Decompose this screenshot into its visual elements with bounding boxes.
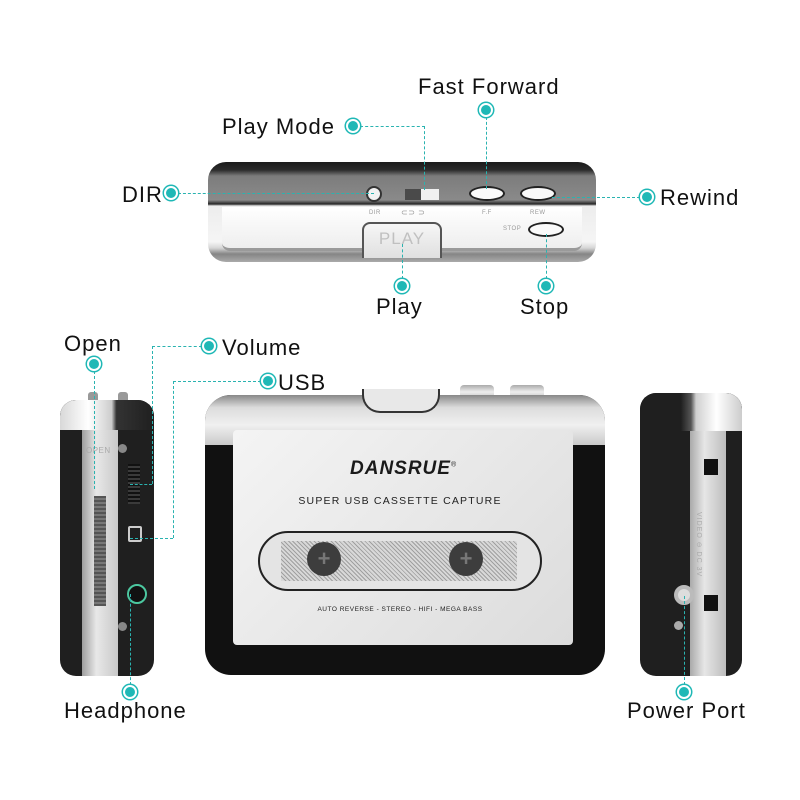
callout-usb: USB [278,370,327,395]
tape-reel-icon [449,542,483,576]
right-top-cap [640,393,742,431]
rewind-button[interactable] [520,186,556,201]
callout-power-port: Power Port [627,698,746,723]
feature-list: AUTO REVERSE - STEREO - HIFI - MEGA BASS [317,606,483,613]
usb-port[interactable] [128,526,142,542]
callout-play-mode: Play Mode [222,114,335,139]
latch-tab [704,595,718,611]
leader-line [178,193,374,194]
leader-line [486,117,487,189]
ff-printed-label: F.F [482,210,492,216]
play-button[interactable]: PLAY [362,222,442,258]
callout-dot-icon [539,279,553,293]
callout-dot-icon [395,279,409,293]
leader-line [94,371,95,489]
callout-rewind: Rewind [660,185,740,210]
open-printed-label: OPEN [86,446,111,455]
dir-printed-label: DIR [369,210,381,216]
callout-dot-icon [479,103,493,117]
callout-open: Open [64,331,122,356]
callout-dot-icon [640,190,654,204]
callout-dot-icon [164,186,178,200]
leader-line [424,126,425,190]
callout-dot-icon [87,357,101,371]
leader-line [173,381,174,538]
leader-line [130,594,131,685]
fast-forward-button[interactable] [469,186,505,201]
rew-printed-label: REW [530,210,546,216]
leader-line [130,484,152,485]
right-silver-strip [690,393,726,676]
callout-dir: DIR [122,182,163,207]
leader-line [402,244,403,279]
tape-reel-icon [307,542,341,576]
callout-headphone: Headphone [64,698,187,723]
power-spec-printed: VIDEO ⊖ DC 3V [695,512,702,578]
latch-tab [704,459,718,475]
leader-line [684,596,685,685]
callout-volume: Volume [222,335,302,360]
right-side-body [640,393,742,676]
play-flap [362,389,440,413]
play-mode-switch[interactable] [405,189,439,200]
side-knob [118,392,128,402]
stop-printed-label: STOP [503,226,522,232]
open-slider[interactable] [94,496,106,606]
product-subtitle: SUPER USB CASSETTE CAPTURE [298,495,502,507]
leader-line [360,126,425,127]
headphone-jack[interactable] [127,584,147,604]
side-knob [88,392,98,402]
callout-dot-icon [123,685,137,699]
screw-icon [674,621,683,630]
leader-line [130,538,173,539]
dir-button[interactable] [366,186,382,202]
screw-icon [118,622,127,631]
brand-logo: DANSRUE® [350,458,458,479]
leader-line [552,197,640,198]
callout-dot-icon [677,685,691,699]
play-printed-label: PLAY [378,229,426,248]
screw-icon [118,444,127,453]
leader-line [152,346,202,347]
callout-dot-icon [202,339,216,353]
callout-dot-icon [261,374,275,388]
left-top-cap [60,400,154,430]
leader-line [173,381,261,382]
play-mode-icons: ⊂⊃ ⊃ [401,208,426,217]
callout-stop: Stop [520,294,570,319]
leader-line [546,234,547,279]
callout-fast-forward: Fast Forward [418,74,560,99]
callout-dot-icon [346,119,360,133]
callout-play: Play [376,294,423,319]
leader-line [152,346,153,484]
